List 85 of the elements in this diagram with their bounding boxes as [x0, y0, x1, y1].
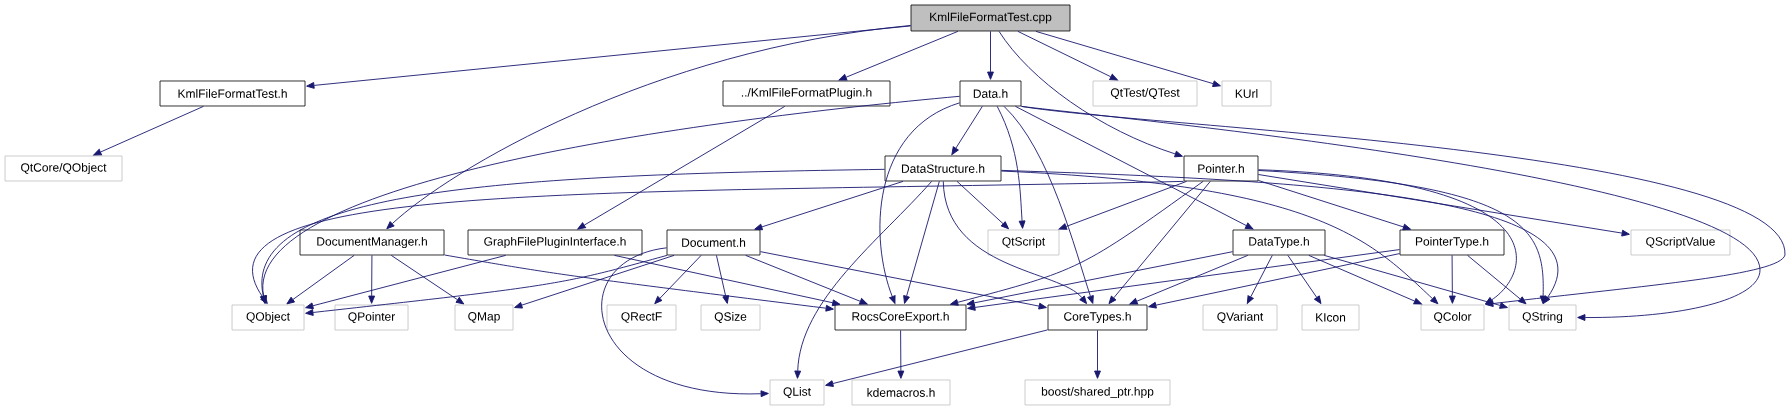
- arrow: [93, 105, 204, 156]
- arrow: [443, 254, 834, 312]
- arrow: [1035, 30, 1221, 87]
- file-box: DataType.h: [1232, 229, 1326, 256]
- external-file-box: QPointer: [334, 304, 409, 331]
- arrow: [1094, 329, 1101, 379]
- arrow: [825, 329, 1049, 387]
- external-file-box: QSize: [700, 304, 761, 331]
- arrow: [903, 180, 940, 304]
- external-file-box: QList: [769, 379, 825, 406]
- file-box: Pointer.h: [1183, 155, 1259, 182]
- arrow: [1246, 254, 1273, 304]
- arrow: [879, 102, 961, 304]
- arrow: [1257, 174, 1630, 237]
- arrow: [260, 168, 886, 304]
- arrow: [260, 95, 961, 304]
- arrow: [1000, 169, 1559, 304]
- external-file-box: QMap: [454, 304, 514, 331]
- arrow: [1257, 180, 1412, 231]
- external-file-box: KUrl: [1221, 80, 1272, 107]
- arrow: [1017, 30, 1118, 81]
- arrow: [390, 254, 465, 305]
- arrow: [1308, 254, 1422, 305]
- file-box: ../KmlFileFormatPlugin.h: [722, 80, 891, 107]
- file-box: GraphFilePluginInterface.h: [467, 229, 643, 256]
- arrow: [942, 180, 1087, 305]
- arrow: [601, 247, 769, 398]
- arrow: [1000, 170, 1439, 305]
- arrow: [1108, 180, 1211, 305]
- arrow: [252, 180, 1185, 304]
- external-file-box: KIcon: [1301, 304, 1360, 331]
- external-file-box: QtCore/QObject: [4, 155, 123, 182]
- arrow: [1015, 105, 1254, 230]
- arrow: [368, 254, 376, 304]
- external-file-box: QObject: [231, 304, 305, 331]
- arrow: [1323, 254, 1508, 309]
- arrow: [514, 254, 675, 309]
- file-box: KmlFileFormatTest.h: [159, 80, 306, 107]
- arrow: [305, 254, 668, 316]
- arrow: [996, 105, 1026, 229]
- arrow: [577, 105, 786, 230]
- file-box: DataStructure.h: [884, 155, 1002, 182]
- arrow: [956, 180, 1010, 230]
- arrow: [838, 30, 959, 81]
- external-file-box: QColor: [1420, 304, 1485, 331]
- file-box: Document.h: [666, 229, 761, 256]
- arrow: [745, 254, 868, 305]
- external-file-box: boost/shared_ptr.hpp: [1024, 379, 1171, 406]
- arrow: [966, 251, 1234, 307]
- arrow: [754, 180, 904, 231]
- arrow: [306, 25, 912, 89]
- root-file-box: KmlFileFormatTest.cpp: [910, 4, 1071, 32]
- external-file-box: QtTest/QTest: [1092, 80, 1198, 107]
- arrow: [998, 30, 1183, 158]
- arrow: [1003, 105, 1094, 304]
- arrow: [1448, 254, 1456, 304]
- arrow: [949, 180, 1204, 306]
- external-file-box: QVariant: [1202, 304, 1278, 331]
- external-file-box: QString: [1508, 304, 1577, 331]
- arrow: [759, 251, 1047, 310]
- arrow: [305, 254, 507, 310]
- file-box: RocsCoreExport.h: [834, 304, 967, 331]
- arrow: [386, 25, 912, 230]
- arrow: [1058, 180, 1188, 230]
- file-box: Data.h: [959, 80, 1022, 107]
- arrow: [951, 105, 983, 155]
- arrow: [654, 254, 702, 305]
- external-file-box: QScriptValue: [1630, 229, 1731, 256]
- arrow: [1467, 254, 1527, 305]
- external-file-box: kdemacros.h: [851, 379, 951, 406]
- arrow: [967, 249, 1401, 311]
- arrow: [897, 329, 905, 379]
- arrow: [716, 254, 730, 304]
- arrow: [1148, 253, 1401, 309]
- arrow: [987, 30, 994, 80]
- arrow: [1129, 254, 1249, 305]
- arrow: [794, 180, 933, 379]
- arrow: [286, 254, 355, 305]
- file-box: PointerType.h: [1399, 229, 1505, 256]
- arrow: [1287, 254, 1322, 304]
- external-file-box: QtScript: [987, 229, 1060, 256]
- file-box: CoreTypes.h: [1047, 304, 1148, 331]
- arrow: [613, 254, 841, 307]
- file-box: DocumentManager.h: [299, 229, 445, 256]
- external-file-box: QRectF: [606, 304, 677, 331]
